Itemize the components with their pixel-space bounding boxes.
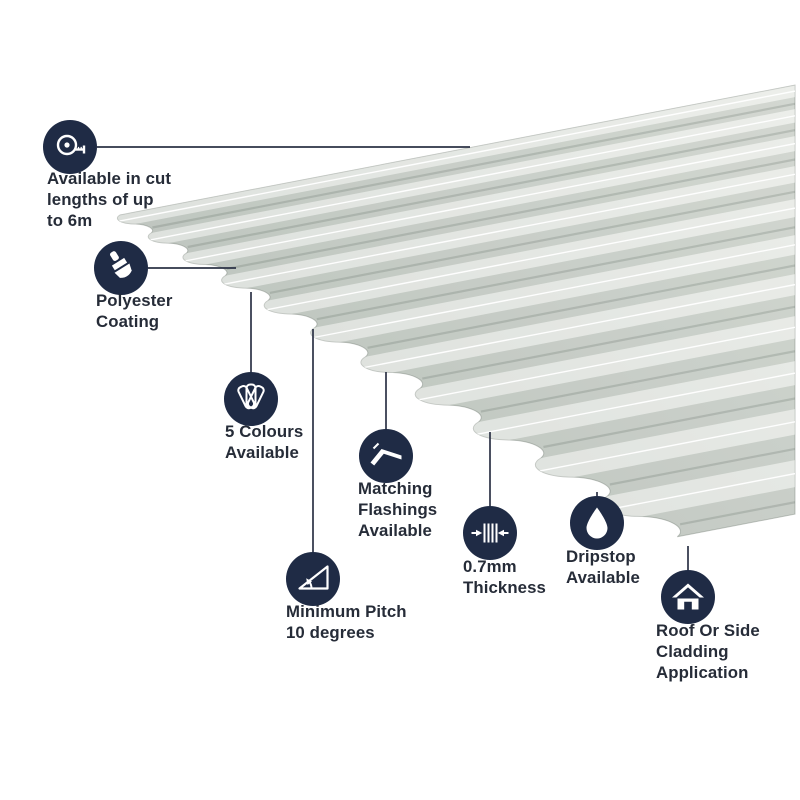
feature-label-thickness: 0.7mm Thickness xyxy=(463,557,546,597)
corrugation-texture xyxy=(117,85,795,537)
feature-label-polyester-coating: Polyester Coating xyxy=(96,291,173,331)
house-icon xyxy=(661,570,715,624)
feature-label-minimum-pitch: Minimum Pitch 10 degrees xyxy=(286,602,407,642)
feature-label-five-colours: 5 Colours Available xyxy=(225,422,304,462)
flashing-icon xyxy=(359,429,413,483)
paintbrush-icon xyxy=(94,241,148,295)
pitch-angle-icon xyxy=(286,552,340,606)
water-droplet-icon xyxy=(570,496,624,550)
feature-label-matching-flashings: Matching Flashings Available xyxy=(358,479,438,540)
feature-label-cladding-application: Roof Or Side Cladding Application xyxy=(656,621,760,682)
thickness-gauge-icon xyxy=(463,506,517,560)
colour-swatches-icon xyxy=(224,372,278,426)
corrugated-sheet xyxy=(116,84,796,538)
feature-label-cut-lengths: Available in cut lengths of up to 6m xyxy=(47,169,172,230)
tape-measure-icon xyxy=(43,120,97,174)
feature-label-dripstop: Dripstop Available xyxy=(566,547,640,587)
